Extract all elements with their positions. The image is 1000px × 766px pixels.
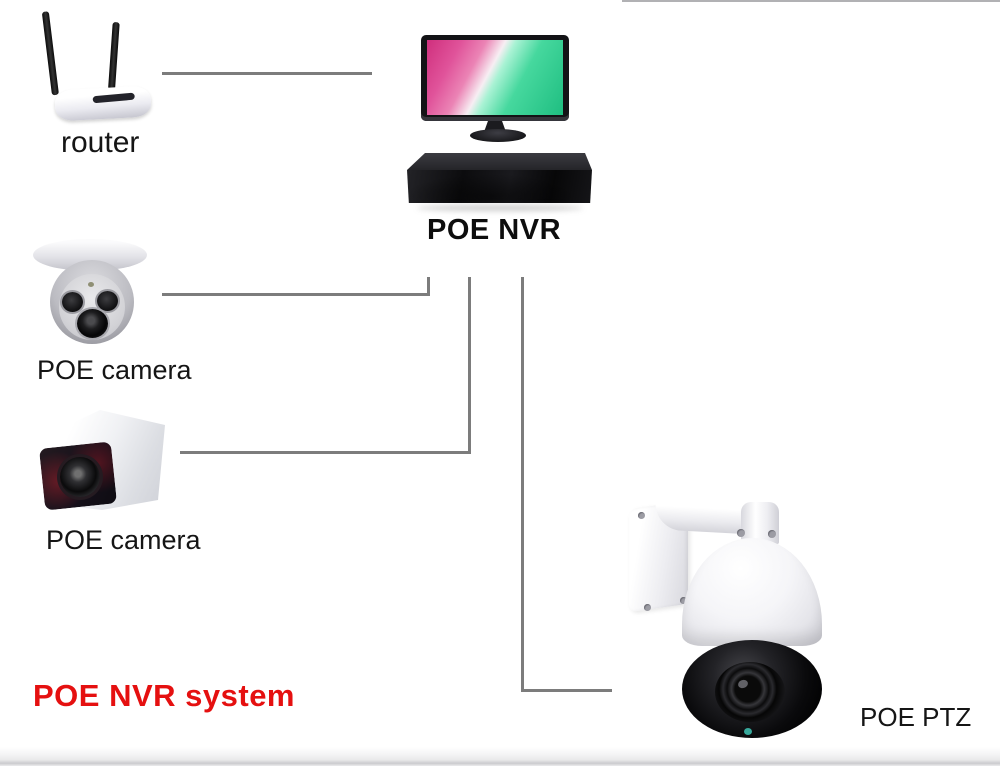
nvr-front-face <box>407 170 592 203</box>
monitor-screen <box>427 40 563 115</box>
cable-nvr-to-ptz-vertical <box>521 277 524 692</box>
router-vent-slot <box>92 92 135 104</box>
ptz-lens <box>715 662 785 722</box>
nvr-label: POE NVR <box>427 214 562 246</box>
dome-camera-label: POE camera <box>37 355 192 385</box>
cable-nvr-to-dome-horizontal <box>162 293 430 296</box>
router-label: router <box>61 126 140 159</box>
dome-lens <box>77 309 108 338</box>
cable-nvr-to-bullet-vertical <box>468 277 471 454</box>
nvr-shadow <box>417 205 583 211</box>
bullet-camera-label: POE camera <box>46 525 201 555</box>
cable-nvr-to-ptz-horizontal <box>521 689 612 692</box>
ptz-plate-screw <box>638 512 645 519</box>
ptz-plate-screw <box>644 604 651 611</box>
ptz-camera-illustration <box>622 490 840 750</box>
monitor-illustration <box>420 30 570 145</box>
bullet-lens <box>60 457 100 497</box>
ptz-plate-screw <box>680 597 687 604</box>
dome-ir-led-left <box>62 292 83 312</box>
router-body <box>54 85 152 122</box>
ptz-arm-screw <box>768 530 776 538</box>
cable-nvr-to-bullet-horizontal <box>180 451 471 454</box>
cable-router-to-nvr <box>162 72 372 75</box>
ptz-camera-label: POE PTZ <box>860 702 972 732</box>
monitor-stand-neck <box>484 121 506 132</box>
monitor-stand-base <box>470 129 526 142</box>
photo-edge-bottom <box>0 747 1000 766</box>
router-antenna-left-icon <box>41 11 59 96</box>
nvr-top-face <box>407 153 592 170</box>
cable-nvr-to-dome-vertical <box>427 277 430 296</box>
dome-ir-led-right <box>97 291 118 311</box>
nvr-box-illustration <box>405 149 597 215</box>
router-antenna-right-icon <box>108 21 120 91</box>
bullet-camera-illustration <box>28 405 170 517</box>
photo-edge-top <box>622 0 1000 2</box>
dome-camera-illustration <box>33 238 147 350</box>
dome-light-sensor <box>88 282 94 287</box>
ptz-status-led <box>744 728 752 735</box>
ptz-arm-screw <box>737 529 745 537</box>
router-illustration <box>40 8 170 126</box>
ptz-dome-cap <box>682 538 822 646</box>
system-title: POE NVR system <box>33 678 295 713</box>
